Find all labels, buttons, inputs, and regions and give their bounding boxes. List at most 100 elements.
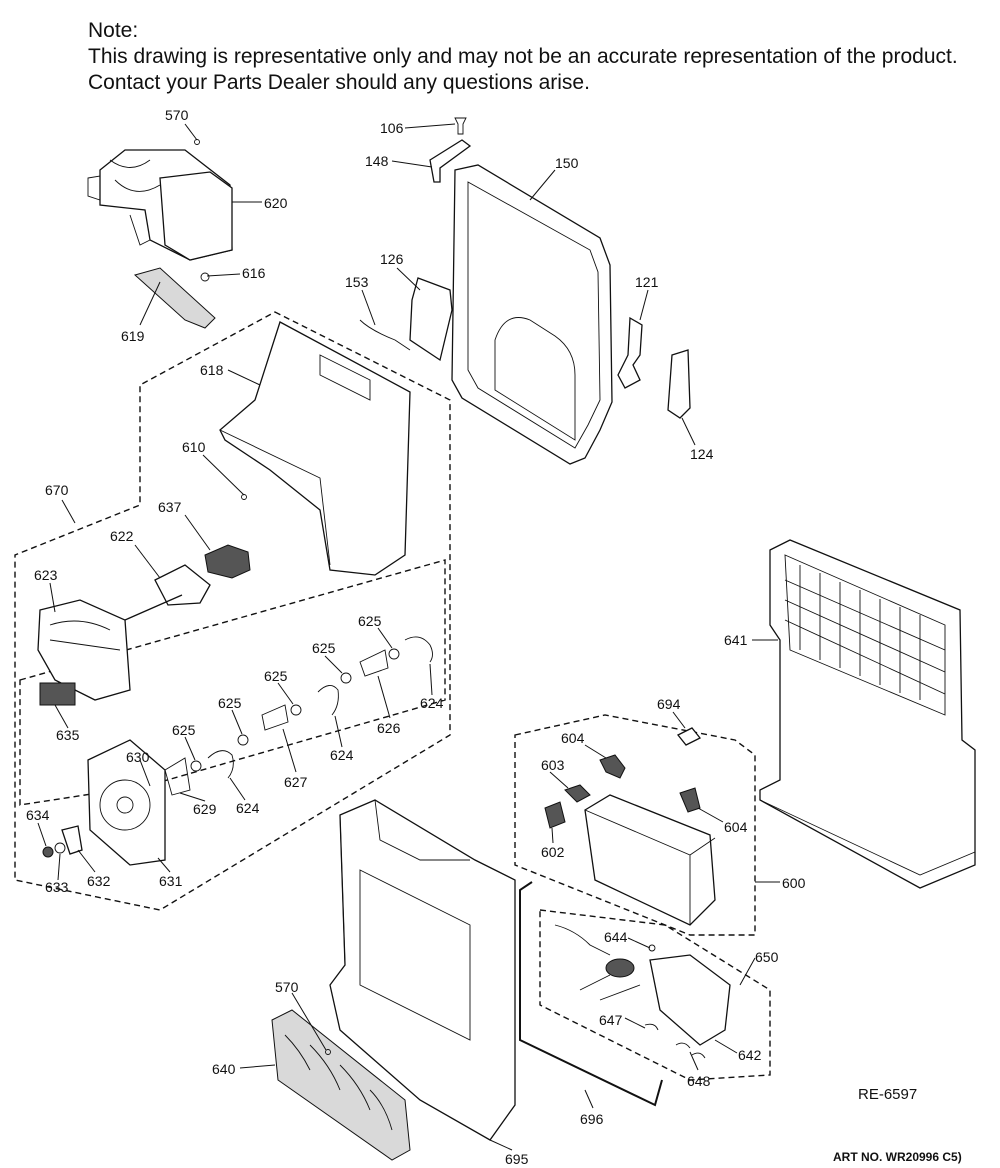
screw-570-bottom (325, 1049, 331, 1055)
group-620-subassembly-outline (19, 559, 446, 806)
callout-570-bottom: 570 (275, 979, 299, 995)
callout-619: 619 (121, 328, 145, 344)
callout-603: 603 (541, 757, 565, 773)
note-line-1: This drawing is representative only and … (88, 45, 958, 68)
callout-635: 635 (56, 727, 80, 743)
screw-106 (454, 117, 467, 135)
callout-618: 618 (200, 362, 224, 378)
clip-647 (644, 1023, 659, 1031)
group-600-outline (514, 714, 756, 936)
callout-694: 694 (657, 696, 681, 712)
washer-625-d (340, 672, 352, 684)
group-650-outline (539, 909, 771, 1081)
callout-624-c: 624 (420, 695, 444, 711)
washer-625-a (190, 760, 202, 772)
callout-604-a: 604 (561, 730, 585, 746)
blade-629 (164, 757, 191, 796)
callout-641: 641 (724, 632, 748, 648)
auger-housing-623 (37, 599, 131, 701)
callout-126: 126 (380, 251, 404, 267)
callout-602: 602 (541, 844, 565, 860)
note-line-2: Contact your Parts Dealer should any que… (88, 71, 590, 94)
callout-648: 648 (687, 1073, 711, 1089)
water-reservoir-600 (584, 794, 716, 926)
fitting-603 (564, 784, 591, 803)
callout-604-b: 604 (724, 819, 748, 835)
block-635 (39, 682, 76, 706)
washer-625-c (290, 704, 302, 716)
plate-631 (87, 739, 166, 866)
crusher-624-a (207, 750, 234, 779)
callout-121: 121 (635, 274, 659, 290)
callout-647: 647 (599, 1012, 623, 1028)
reference-code: RE-6597 (858, 1086, 918, 1103)
rod-153 (359, 319, 411, 351)
callout-625-e: 625 (358, 613, 382, 629)
blade-626 (359, 649, 389, 677)
callout-640: 640 (212, 1061, 236, 1077)
fitting-602 (544, 801, 566, 829)
callout-625-d: 625 (312, 640, 336, 656)
ice-bucket-618 (219, 321, 411, 576)
callout-637: 637 (158, 499, 182, 515)
callout-610: 610 (182, 439, 206, 455)
blade-627 (261, 704, 289, 731)
coupler-637 (204, 544, 251, 579)
ice-maker-620 (87, 149, 233, 261)
callout-626: 626 (377, 720, 401, 736)
elbow-604-a (599, 754, 626, 779)
callout-150: 150 (555, 155, 579, 171)
callout-695: 695 (505, 1151, 529, 1167)
callout-106: 106 (380, 120, 404, 136)
callout-631: 631 (159, 873, 183, 889)
auger-622 (124, 564, 211, 621)
callout-630: 630 (126, 749, 150, 765)
bracket-632 (61, 825, 83, 855)
art-number: ART NO. WR20996 C5) (833, 1150, 962, 1164)
callout-622: 622 (110, 528, 134, 544)
water-valve-650 (554, 924, 731, 1046)
note-heading: Note: (88, 19, 139, 42)
crusher-624-c (404, 636, 433, 663)
callout-624-a: 624 (236, 800, 260, 816)
callout-632: 632 (87, 873, 111, 889)
nut-634 (42, 846, 54, 858)
spring-616 (200, 272, 210, 282)
bracket-148 (429, 139, 472, 183)
callout-625-a: 625 (172, 722, 196, 738)
clip-648 (675, 1042, 706, 1059)
callout-644: 644 (604, 929, 628, 945)
hinge-126 (409, 277, 453, 362)
latch-121 (617, 316, 643, 389)
callout-148: 148 (365, 153, 389, 169)
callout-670: 670 (45, 482, 69, 498)
screw-610 (241, 494, 247, 500)
callout-570-top: 570 (165, 107, 189, 123)
callout-624-b: 624 (330, 747, 354, 763)
elbow-604-b (679, 787, 701, 813)
callout-625-c: 625 (264, 668, 288, 684)
callout-634: 634 (26, 807, 50, 823)
callout-labels: 570 620 616 619 106 148 150 126 153 121 … (26, 107, 806, 1167)
back-cover-641 (759, 539, 976, 889)
callout-696: 696 (580, 1111, 604, 1127)
fitting-694 (676, 727, 702, 746)
callout-153: 153 (345, 274, 369, 290)
callout-600: 600 (782, 875, 806, 891)
tube-696 (519, 881, 663, 1107)
callout-616: 616 (242, 265, 266, 281)
callout-633: 633 (45, 879, 69, 895)
washer-625-b (237, 734, 249, 746)
ice-tray-640 (271, 1009, 411, 1161)
crusher-624-b (317, 685, 339, 716)
callout-625-b: 625 (218, 695, 242, 711)
handle-124 (667, 349, 691, 419)
callout-642: 642 (738, 1047, 762, 1063)
leader-lines (37, 123, 780, 1151)
callout-627: 627 (284, 774, 308, 790)
washer-633 (54, 842, 66, 854)
callout-124: 124 (690, 446, 714, 462)
ice-maker-cover-619 (133, 267, 216, 329)
callout-623: 623 (34, 567, 58, 583)
screw-570-top (194, 139, 200, 145)
